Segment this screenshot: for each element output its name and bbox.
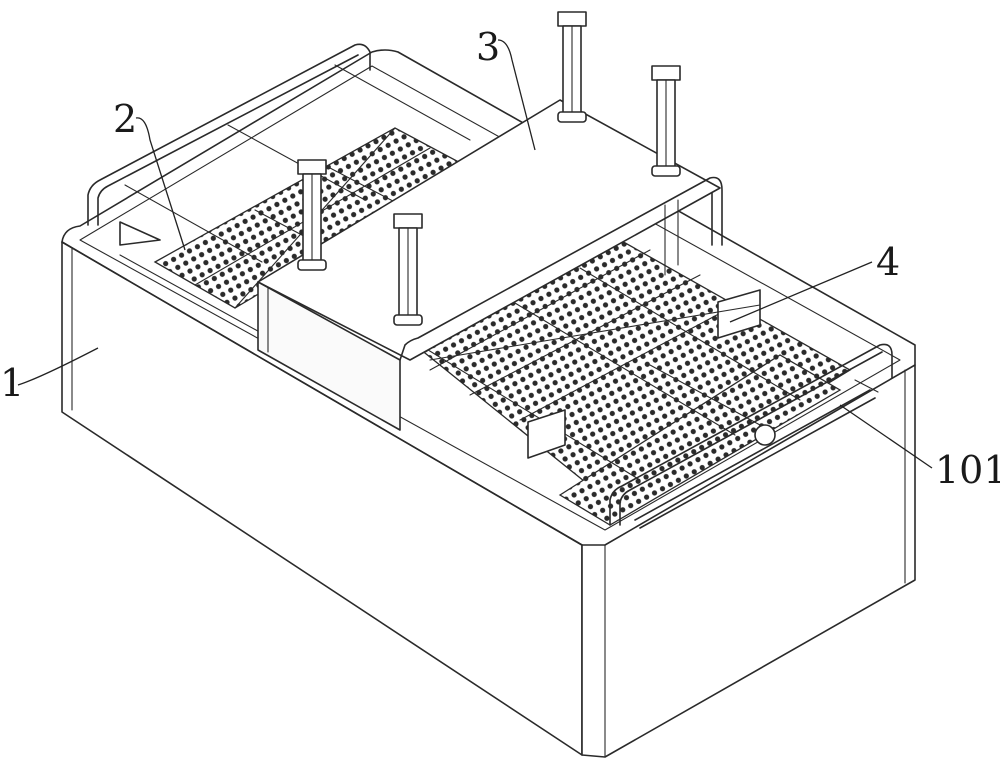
front-handle — [609, 343, 893, 529]
leader-2 — [135, 117, 186, 251]
leader-4 — [729, 261, 873, 323]
label-2: 2 — [113, 97, 137, 141]
label-1: 1 — [0, 361, 24, 405]
scraper — [429, 289, 761, 459]
label-4: 4 — [876, 240, 900, 284]
post-3 — [297, 159, 327, 271]
leader-101 — [839, 404, 933, 469]
tank-body — [61, 49, 916, 758]
label-101: 101 — [935, 448, 1000, 492]
post-4 — [393, 213, 423, 326]
leader-3 — [497, 39, 536, 151]
back-handle — [87, 43, 471, 263]
leader-1 — [17, 347, 99, 386]
post-1 — [557, 11, 587, 123]
post-2 — [651, 65, 681, 177]
cover-frame — [257, 99, 723, 431]
label-3: 3 — [476, 25, 500, 69]
